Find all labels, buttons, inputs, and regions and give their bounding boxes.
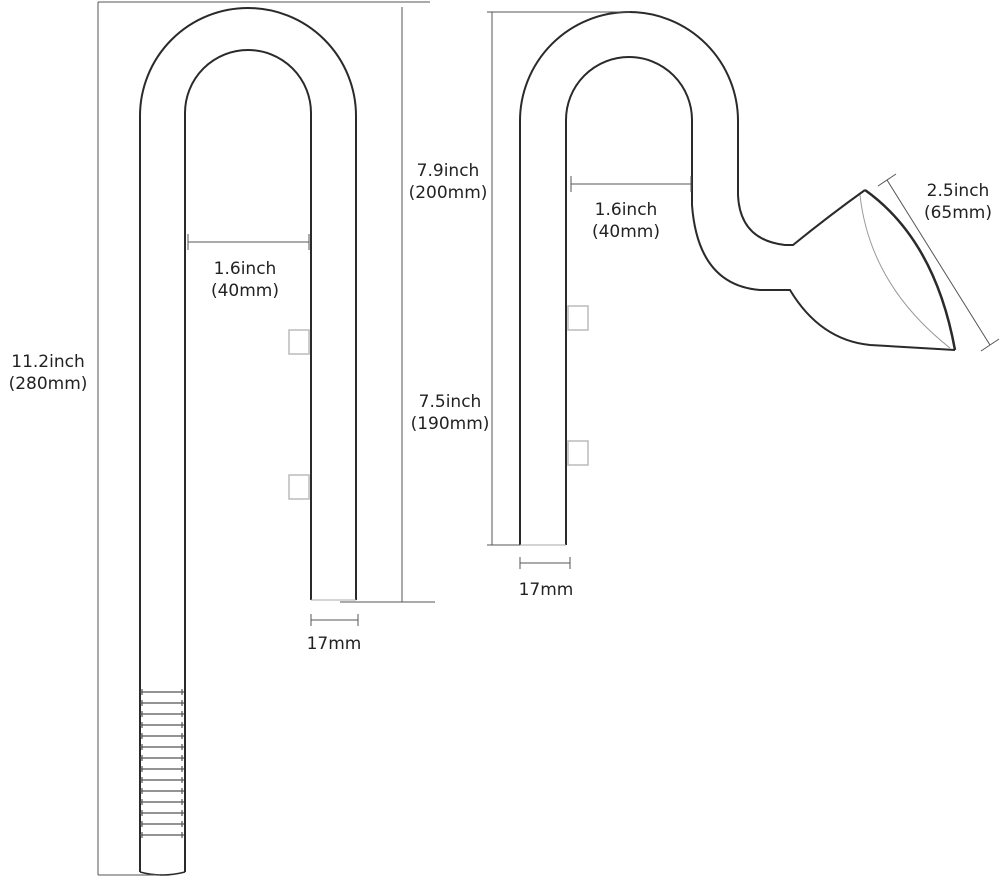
right-tube-outer <box>519 11 866 545</box>
intake-slot <box>140 744 184 750</box>
right-outflow-tube <box>519 11 957 546</box>
intake-slot <box>140 755 184 761</box>
left-gap-mm: (40mm) <box>210 281 280 301</box>
intake-slot <box>140 733 184 739</box>
label-cone-diameter: 2.5inch (65mm) <box>916 180 1000 224</box>
dim-right-leg-height <box>487 11 630 546</box>
total-height-inch: 11.2inch <box>11 352 85 372</box>
right-leg-height-inch: 7.5inch <box>418 392 482 412</box>
label-right-gap: 1.6inch (40mm) <box>576 199 676 243</box>
label-right-diameter: 17mm <box>518 580 574 600</box>
left-inflow-tube <box>139 7 357 876</box>
intake-slot <box>140 810 184 816</box>
intake-slot <box>140 711 184 717</box>
right-gap-mm: (40mm) <box>591 222 661 242</box>
dim-left-diameter <box>310 614 359 626</box>
intake-slot <box>140 689 184 695</box>
dim-left-gap <box>187 234 310 250</box>
right-tube-knobs <box>567 305 589 466</box>
dim-right-gap <box>570 176 692 192</box>
right-tube-inner <box>565 56 956 545</box>
intake-slot <box>140 832 184 838</box>
cone-rim <box>864 188 957 351</box>
left-tube-knobs <box>288 329 310 500</box>
label-left-leg-height: 7.9inch (200mm) <box>398 160 498 204</box>
cone-diameter-mm: (65mm) <box>923 203 993 223</box>
intake-slot <box>140 722 184 728</box>
left-gap-inch: 1.6inch <box>213 259 277 279</box>
intake-slot <box>140 700 184 706</box>
leg-height-mm: (200mm) <box>408 183 488 203</box>
cone-diameter-inch: 2.5inch <box>926 181 990 201</box>
label-left-total-height: 11.2inch (280mm) <box>0 351 96 395</box>
label-left-gap: 1.6inch (40mm) <box>195 258 295 302</box>
right-leg-height-mm: (190mm) <box>410 414 490 434</box>
dim-left-total-height <box>97 1 430 876</box>
leg-height-inch: 7.9inch <box>416 161 480 181</box>
total-height-mm: (280mm) <box>8 374 88 394</box>
intake-slot <box>140 799 184 805</box>
dim-cone-diameter <box>877 173 1000 352</box>
left-tube-outer <box>139 7 357 872</box>
left-tube-inner <box>184 49 312 872</box>
right-gap-inch: 1.6inch <box>594 200 658 220</box>
label-right-leg-height: 7.5inch (190mm) <box>400 391 500 435</box>
intake-slot <box>140 766 184 772</box>
left-tube-intake-slots <box>140 689 184 838</box>
intake-slot <box>140 777 184 783</box>
intake-slot <box>140 788 184 794</box>
label-left-diameter: 17mm <box>306 634 362 654</box>
dim-right-diameter <box>519 557 571 569</box>
intake-slot <box>140 821 184 827</box>
dimension-lines <box>97 1 1000 876</box>
dim-left-leg-height <box>340 7 435 603</box>
